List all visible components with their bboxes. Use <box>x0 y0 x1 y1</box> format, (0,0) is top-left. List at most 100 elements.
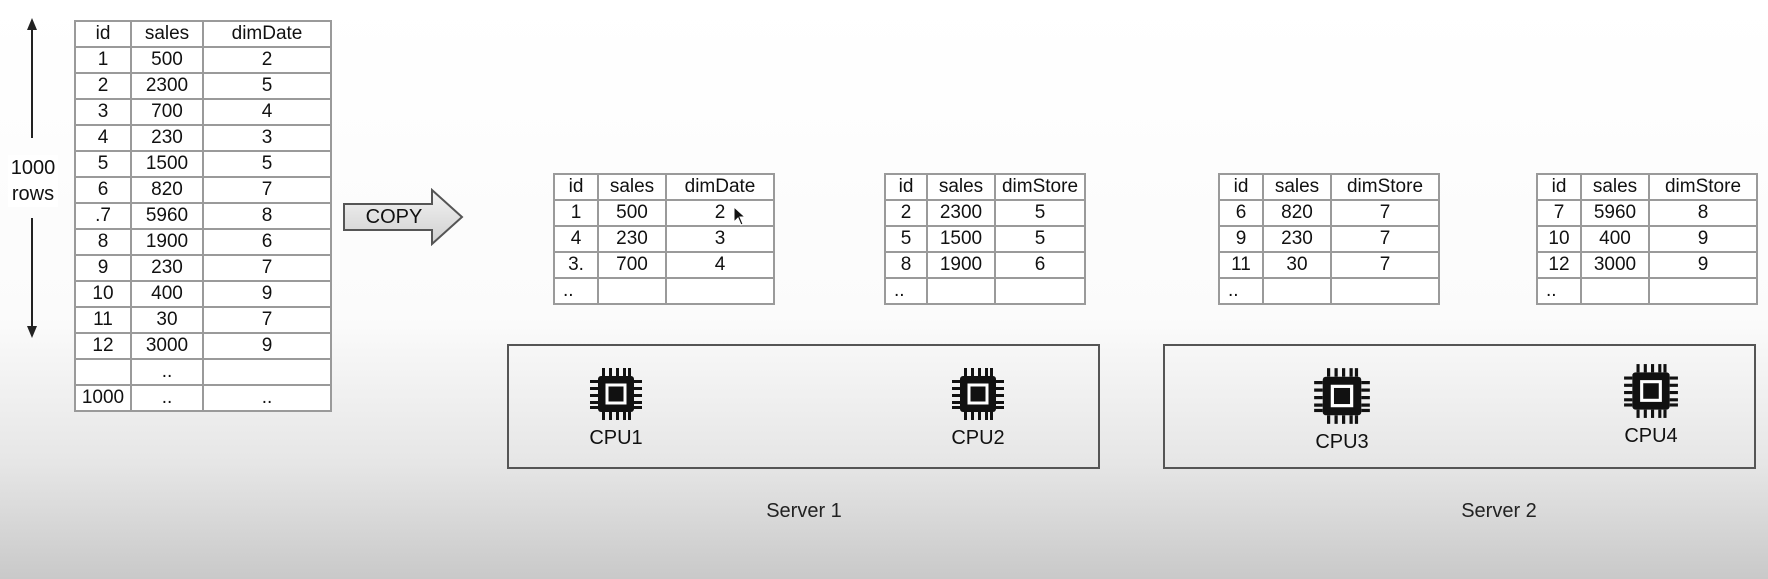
table-cell: 12 <box>1536 251 1582 279</box>
table-cell: 4 <box>553 225 599 253</box>
table-row: 1000.... <box>74 384 332 412</box>
server-1-label: Server 1 <box>766 500 842 522</box>
table-cell: 2 <box>202 46 332 74</box>
column-header: id <box>553 173 599 201</box>
table-cell: 12 <box>74 332 132 360</box>
table-row: .. <box>884 277 1086 305</box>
column-header: sales <box>597 173 667 201</box>
column-header: id <box>74 20 132 48</box>
table-row: .. <box>1218 277 1440 305</box>
table-cell: 11 <box>74 306 132 334</box>
table-cell: 4 <box>74 124 132 152</box>
table-cell <box>1330 277 1440 305</box>
table-cell: 1900 <box>130 228 204 256</box>
cpu-chip-icon <box>590 368 642 420</box>
table-cell: 5 <box>994 199 1086 227</box>
rows-count-label: 1000 rows <box>8 155 58 207</box>
table-cell: 820 <box>130 176 204 204</box>
column-header: sales <box>1580 173 1650 201</box>
table-cell: 30 <box>130 306 204 334</box>
table-cell: 230 <box>1262 225 1332 253</box>
table-cell: 700 <box>597 251 667 279</box>
cpu-2: CPU2 <box>933 366 1023 450</box>
table-cell: 7 <box>1330 199 1440 227</box>
table-cell: .. <box>130 358 204 386</box>
table-cell: 30 <box>1262 251 1332 279</box>
table-cell: 5960 <box>130 202 204 230</box>
column-header: id <box>1536 173 1582 201</box>
table-cell: 7 <box>1330 225 1440 253</box>
table-cell: 3000 <box>130 332 204 360</box>
table-cell <box>74 358 132 386</box>
cpu-label: CPU3 <box>1315 431 1369 453</box>
cpu-label: CPU1 <box>589 427 643 449</box>
server-2-box <box>1163 344 1756 469</box>
table-cell: 3 <box>202 124 332 152</box>
column-header: sales <box>1262 173 1332 201</box>
table-cell: 500 <box>597 199 667 227</box>
table-cell: .. <box>553 277 599 305</box>
table-cell: 9 <box>202 280 332 308</box>
table-row: .. <box>1536 277 1758 305</box>
table-cell: 230 <box>130 124 204 152</box>
table-cell: 3. <box>553 251 599 279</box>
column-header: id <box>884 173 928 201</box>
column-header: dimStore <box>994 173 1086 201</box>
table-cell: 820 <box>1262 199 1332 227</box>
table-cell: 1500 <box>926 225 996 253</box>
table-cell: 8 <box>884 251 928 279</box>
table-cell: 9 <box>1648 225 1758 253</box>
table-cell: 230 <box>130 254 204 282</box>
server-1-box <box>507 344 1100 469</box>
table-cell: 10 <box>1536 225 1582 253</box>
copy-arrow-icon <box>343 188 464 246</box>
cpu-chip-icon <box>1314 368 1370 424</box>
table-cell: 7 <box>1330 251 1440 279</box>
table-cell: 11 <box>1218 251 1264 279</box>
column-header: sales <box>926 173 996 201</box>
table-cell: 3000 <box>1580 251 1650 279</box>
rows-extent-arrow <box>27 18 37 338</box>
table-cell: 9 <box>74 254 132 282</box>
table-cell: 7 <box>202 176 332 204</box>
table-cell: 400 <box>1580 225 1650 253</box>
table-cell: 1000 <box>74 384 132 412</box>
cpu-chip-icon <box>1624 364 1678 418</box>
table-cell: 4 <box>202 98 332 126</box>
table-cell: 3 <box>74 98 132 126</box>
cpu-4: CPU4 <box>1606 362 1696 448</box>
table-cell <box>926 277 996 305</box>
table-cell: 9 <box>1648 251 1758 279</box>
table-cell <box>1262 277 1332 305</box>
table-cell: 6 <box>74 176 132 204</box>
column-header: dimStore <box>1330 173 1440 201</box>
table-cell: 4 <box>665 251 775 279</box>
cpu-3: CPU3 <box>1297 366 1387 454</box>
table-cell: 3 <box>665 225 775 253</box>
table-cell <box>665 277 775 305</box>
table-cell: .. <box>1218 277 1264 305</box>
table-cell: 5 <box>202 150 332 178</box>
table-cell: 1 <box>553 199 599 227</box>
table-cell: 400 <box>130 280 204 308</box>
table-cell: 6 <box>202 228 332 256</box>
table-cell: 9 <box>202 332 332 360</box>
table-cell: 5960 <box>1580 199 1650 227</box>
